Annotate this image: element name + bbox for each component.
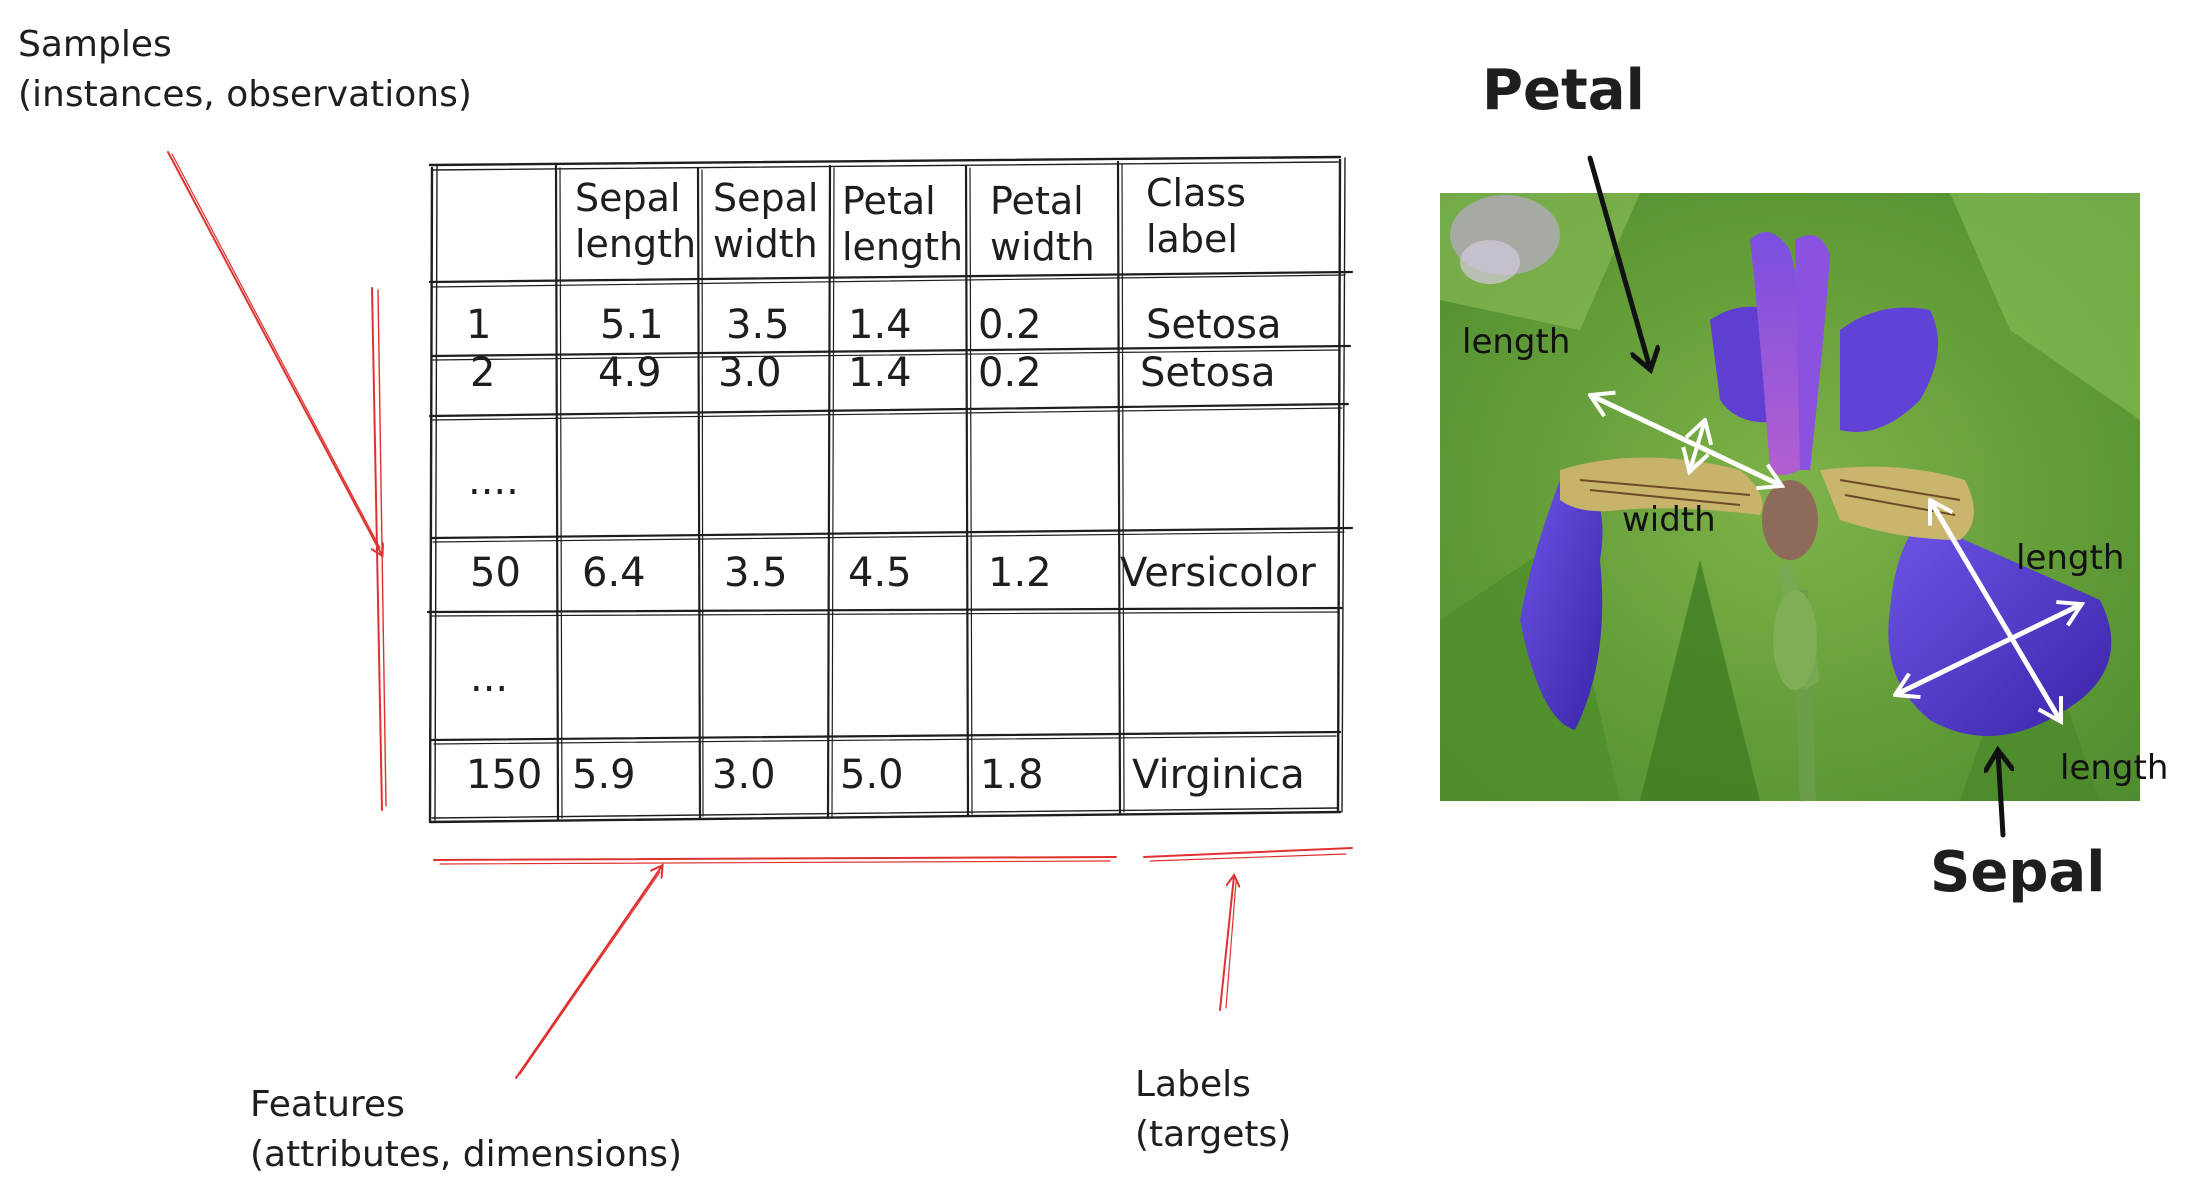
petal-length-label: length	[1462, 322, 1571, 362]
row1-petal-length: 1.4	[848, 302, 912, 348]
row50-index: 50	[470, 550, 521, 596]
row150-sepal-length: 5.9	[572, 752, 636, 798]
sepal-length-label-b: length	[2060, 748, 2169, 788]
iris-photo	[1440, 193, 2140, 802]
row50-sepal-width: 3.5	[724, 550, 788, 596]
row50-class: Versicolor	[1120, 550, 1316, 596]
features-sublabel: (attributes, dimensions)	[250, 1134, 682, 1175]
row1-petal-width: 0.2	[978, 302, 1042, 348]
row150-index: 150	[466, 752, 543, 798]
row2-sepal-width: 3.0	[718, 350, 782, 396]
ellipsis-row-b: ...	[470, 655, 509, 701]
sepal-title: Sepal	[1930, 840, 2106, 905]
features-annotation: Features (attributes, dimensions)	[250, 1080, 682, 1180]
row150-petal-length: 5.0	[840, 752, 904, 798]
features-label: Features	[250, 1084, 405, 1125]
samples-bracket	[167, 151, 387, 811]
labels-bracket	[1143, 847, 1353, 1011]
row1-class: Setosa	[1146, 302, 1282, 348]
row150-sepal-width: 3.0	[712, 752, 776, 798]
row2-petal-width: 0.2	[978, 350, 1042, 396]
features-bracket	[433, 856, 1117, 1079]
labels-annotation: Labels (targets)	[1135, 1060, 1291, 1160]
sepal-length-label-a: length	[2016, 538, 2125, 578]
row1-index: 1	[466, 302, 492, 348]
labels-label: Labels	[1135, 1064, 1251, 1105]
row150-petal-width: 1.8	[980, 752, 1044, 798]
row2-class: Setosa	[1140, 350, 1276, 396]
samples-sublabel: (instances, observations)	[18, 74, 472, 115]
petal-title: Petal	[1482, 58, 1645, 123]
data-table-grid	[426, 155, 1354, 824]
row2-index: 2	[470, 350, 496, 396]
row50-petal-length: 4.5	[848, 550, 912, 596]
photo-pointer-arrows	[1587, 155, 2003, 838]
row1-sepal-length: 5.1	[600, 302, 664, 348]
ellipsis-row-a: ....	[468, 458, 519, 504]
row2-sepal-length: 4.9	[598, 350, 662, 396]
samples-label: Samples	[18, 24, 172, 65]
row2-petal-length: 1.4	[848, 350, 912, 396]
samples-annotation: Samples (instances, observations)	[18, 20, 472, 120]
row1-sepal-width: 3.5	[726, 302, 790, 348]
row50-sepal-length: 6.4	[582, 550, 646, 596]
row150-class: Virginica	[1132, 752, 1305, 798]
labels-sublabel: (targets)	[1135, 1114, 1292, 1155]
petal-width-label: width	[1622, 500, 1716, 540]
row50-petal-width: 1.2	[988, 550, 1052, 596]
